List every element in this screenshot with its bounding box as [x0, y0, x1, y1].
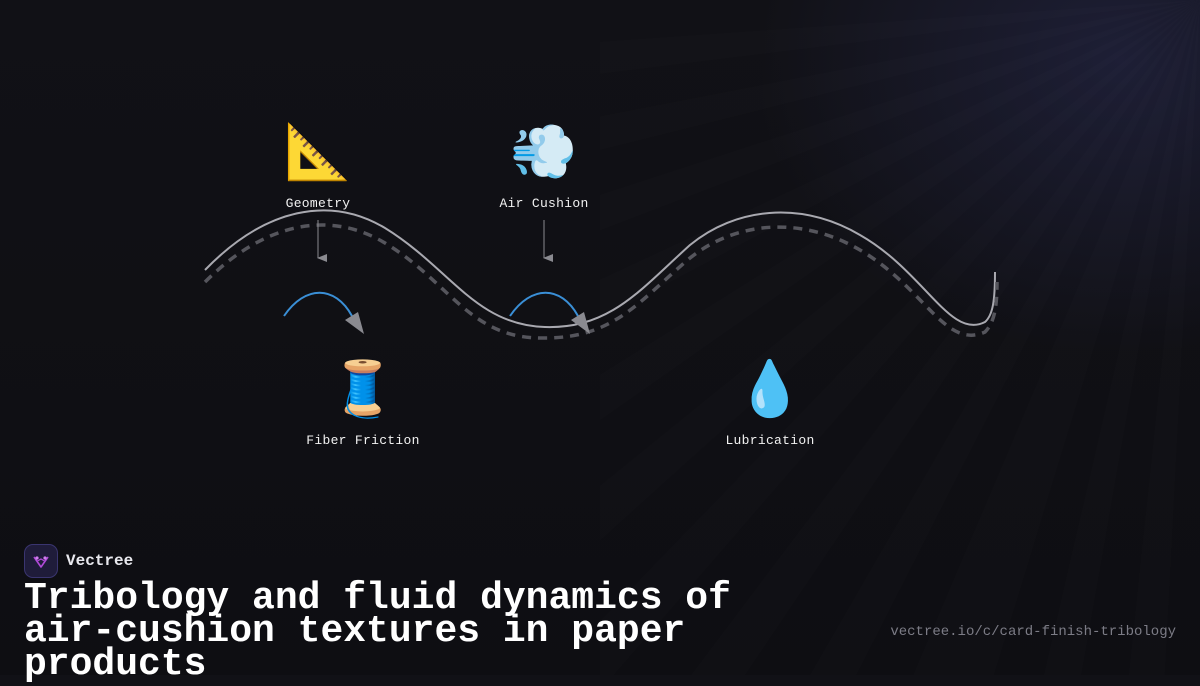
source-url[interactable]: vectree.io/c/card-finish-tribology	[890, 624, 1176, 640]
brand[interactable]: Vectree	[24, 544, 133, 578]
triangular-ruler-icon: 📐	[284, 120, 352, 183]
node-geometry: 📐 Geometry	[228, 120, 408, 211]
dash-wind-icon: 💨	[510, 120, 578, 183]
node-lubrication: 💧 Lubrication	[680, 357, 860, 448]
flow-arc-1	[283, 291, 353, 317]
surface-profile-line	[204, 209, 996, 329]
flow-arc-2	[509, 291, 579, 317]
flow-arrow-head-2	[571, 312, 590, 334]
node-label-air-cushion: Air Cushion	[499, 196, 589, 211]
vectree-logo-icon	[24, 544, 58, 578]
page-title: Tribology and fluid dynamics of air-cush…	[24, 577, 731, 686]
node-air-cushion: 💨 Air Cushion	[454, 120, 634, 211]
node-fiber-friction: 🧵 Fiber Friction	[273, 357, 453, 448]
droplet-icon: 💧	[736, 357, 804, 420]
node-label-fiber-friction: Fiber Friction	[306, 433, 420, 448]
thread-spool-icon: 🧵	[329, 357, 397, 420]
node-label-geometry: Geometry	[285, 196, 351, 211]
flow-arrow-head-1	[345, 312, 364, 334]
node-label-lubrication: Lubrication	[725, 433, 815, 448]
air-cushion-dashed-line	[203, 223, 999, 340]
background-rays	[600, 0, 1200, 675]
brand-name: Vectree	[66, 552, 134, 570]
